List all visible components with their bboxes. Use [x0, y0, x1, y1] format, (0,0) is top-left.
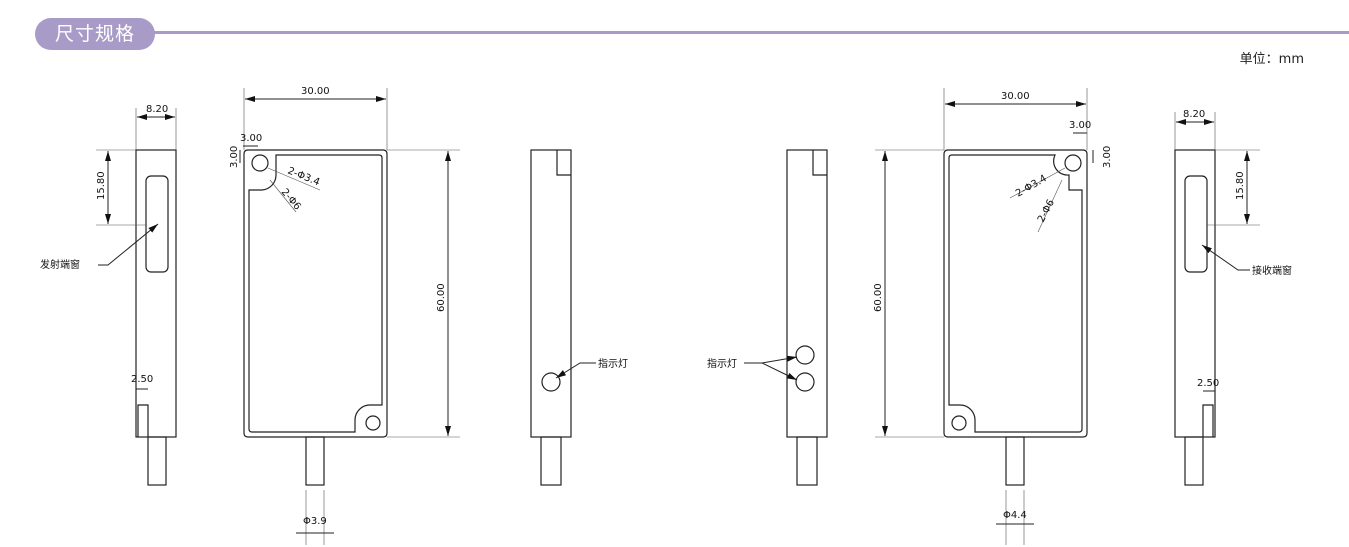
dim-window-offset-right: 15.80 — [1235, 171, 1246, 200]
dim-width-front-right: 30.00 — [1001, 91, 1030, 102]
dim-corner-dia: 2-Φ6 — [279, 187, 303, 213]
dim-window-offset: 15.80 — [96, 171, 107, 200]
dim-hole-y: 3.00 — [229, 146, 240, 168]
dim-hole-y-right: 3.00 — [1102, 146, 1113, 168]
unit-label: 单位：mm — [1239, 52, 1304, 67]
dim-hole-x: 3.00 — [240, 133, 262, 144]
dim-height-right: 60.00 — [873, 283, 884, 312]
left-front-view: 30.00 3.00 3.00 2-Φ3.4 2-Φ6 60.00 Φ3.9 — [229, 86, 460, 545]
indicator-label: 指示灯 — [598, 357, 628, 370]
right-indicator-side-view: 指示灯 — [707, 149, 828, 486]
receiver-side-view: 8.20 15.80 接收端窗 2.50 — [1174, 109, 1292, 486]
indicator-label-right: 指示灯 — [707, 357, 737, 370]
dim-notch-right: 2.50 — [1197, 378, 1219, 389]
dim-cable-dia-right: Φ4.4 — [1003, 510, 1027, 521]
dim-cable-dia: Φ3.9 — [303, 516, 327, 527]
dim-width-side-right: 8.20 — [1183, 109, 1205, 120]
dim-corner-dia-right: 2-Φ6 — [1036, 198, 1057, 225]
section-title: 尺寸规格 — [35, 18, 155, 50]
title-divider — [150, 31, 1349, 34]
left-indicator-side-view: 指示灯 — [530, 149, 628, 486]
right-front-view: 30.00 3.00 3.00 2-Φ3.4 2-Φ6 60.00 Φ4.4 — [873, 88, 1113, 545]
dim-width-side: 8.20 — [146, 104, 168, 115]
dim-notch: 2.50 — [131, 374, 153, 385]
emitter-window-label: 发射端窗 — [40, 258, 80, 271]
dim-height: 60.00 — [436, 283, 447, 312]
dim-width-front: 30.00 — [301, 86, 330, 97]
receiver-window-label: 接收端窗 — [1252, 264, 1292, 277]
dim-hole-dia: 2-Φ3.4 — [286, 166, 321, 189]
dim-hole-x-right: 3.00 — [1069, 120, 1091, 131]
emitter-side-view: 8.20 15.80 发射端窗 2.50 — [40, 104, 177, 486]
dim-hole-dia-right: 2-Φ3.4 — [1014, 173, 1049, 199]
